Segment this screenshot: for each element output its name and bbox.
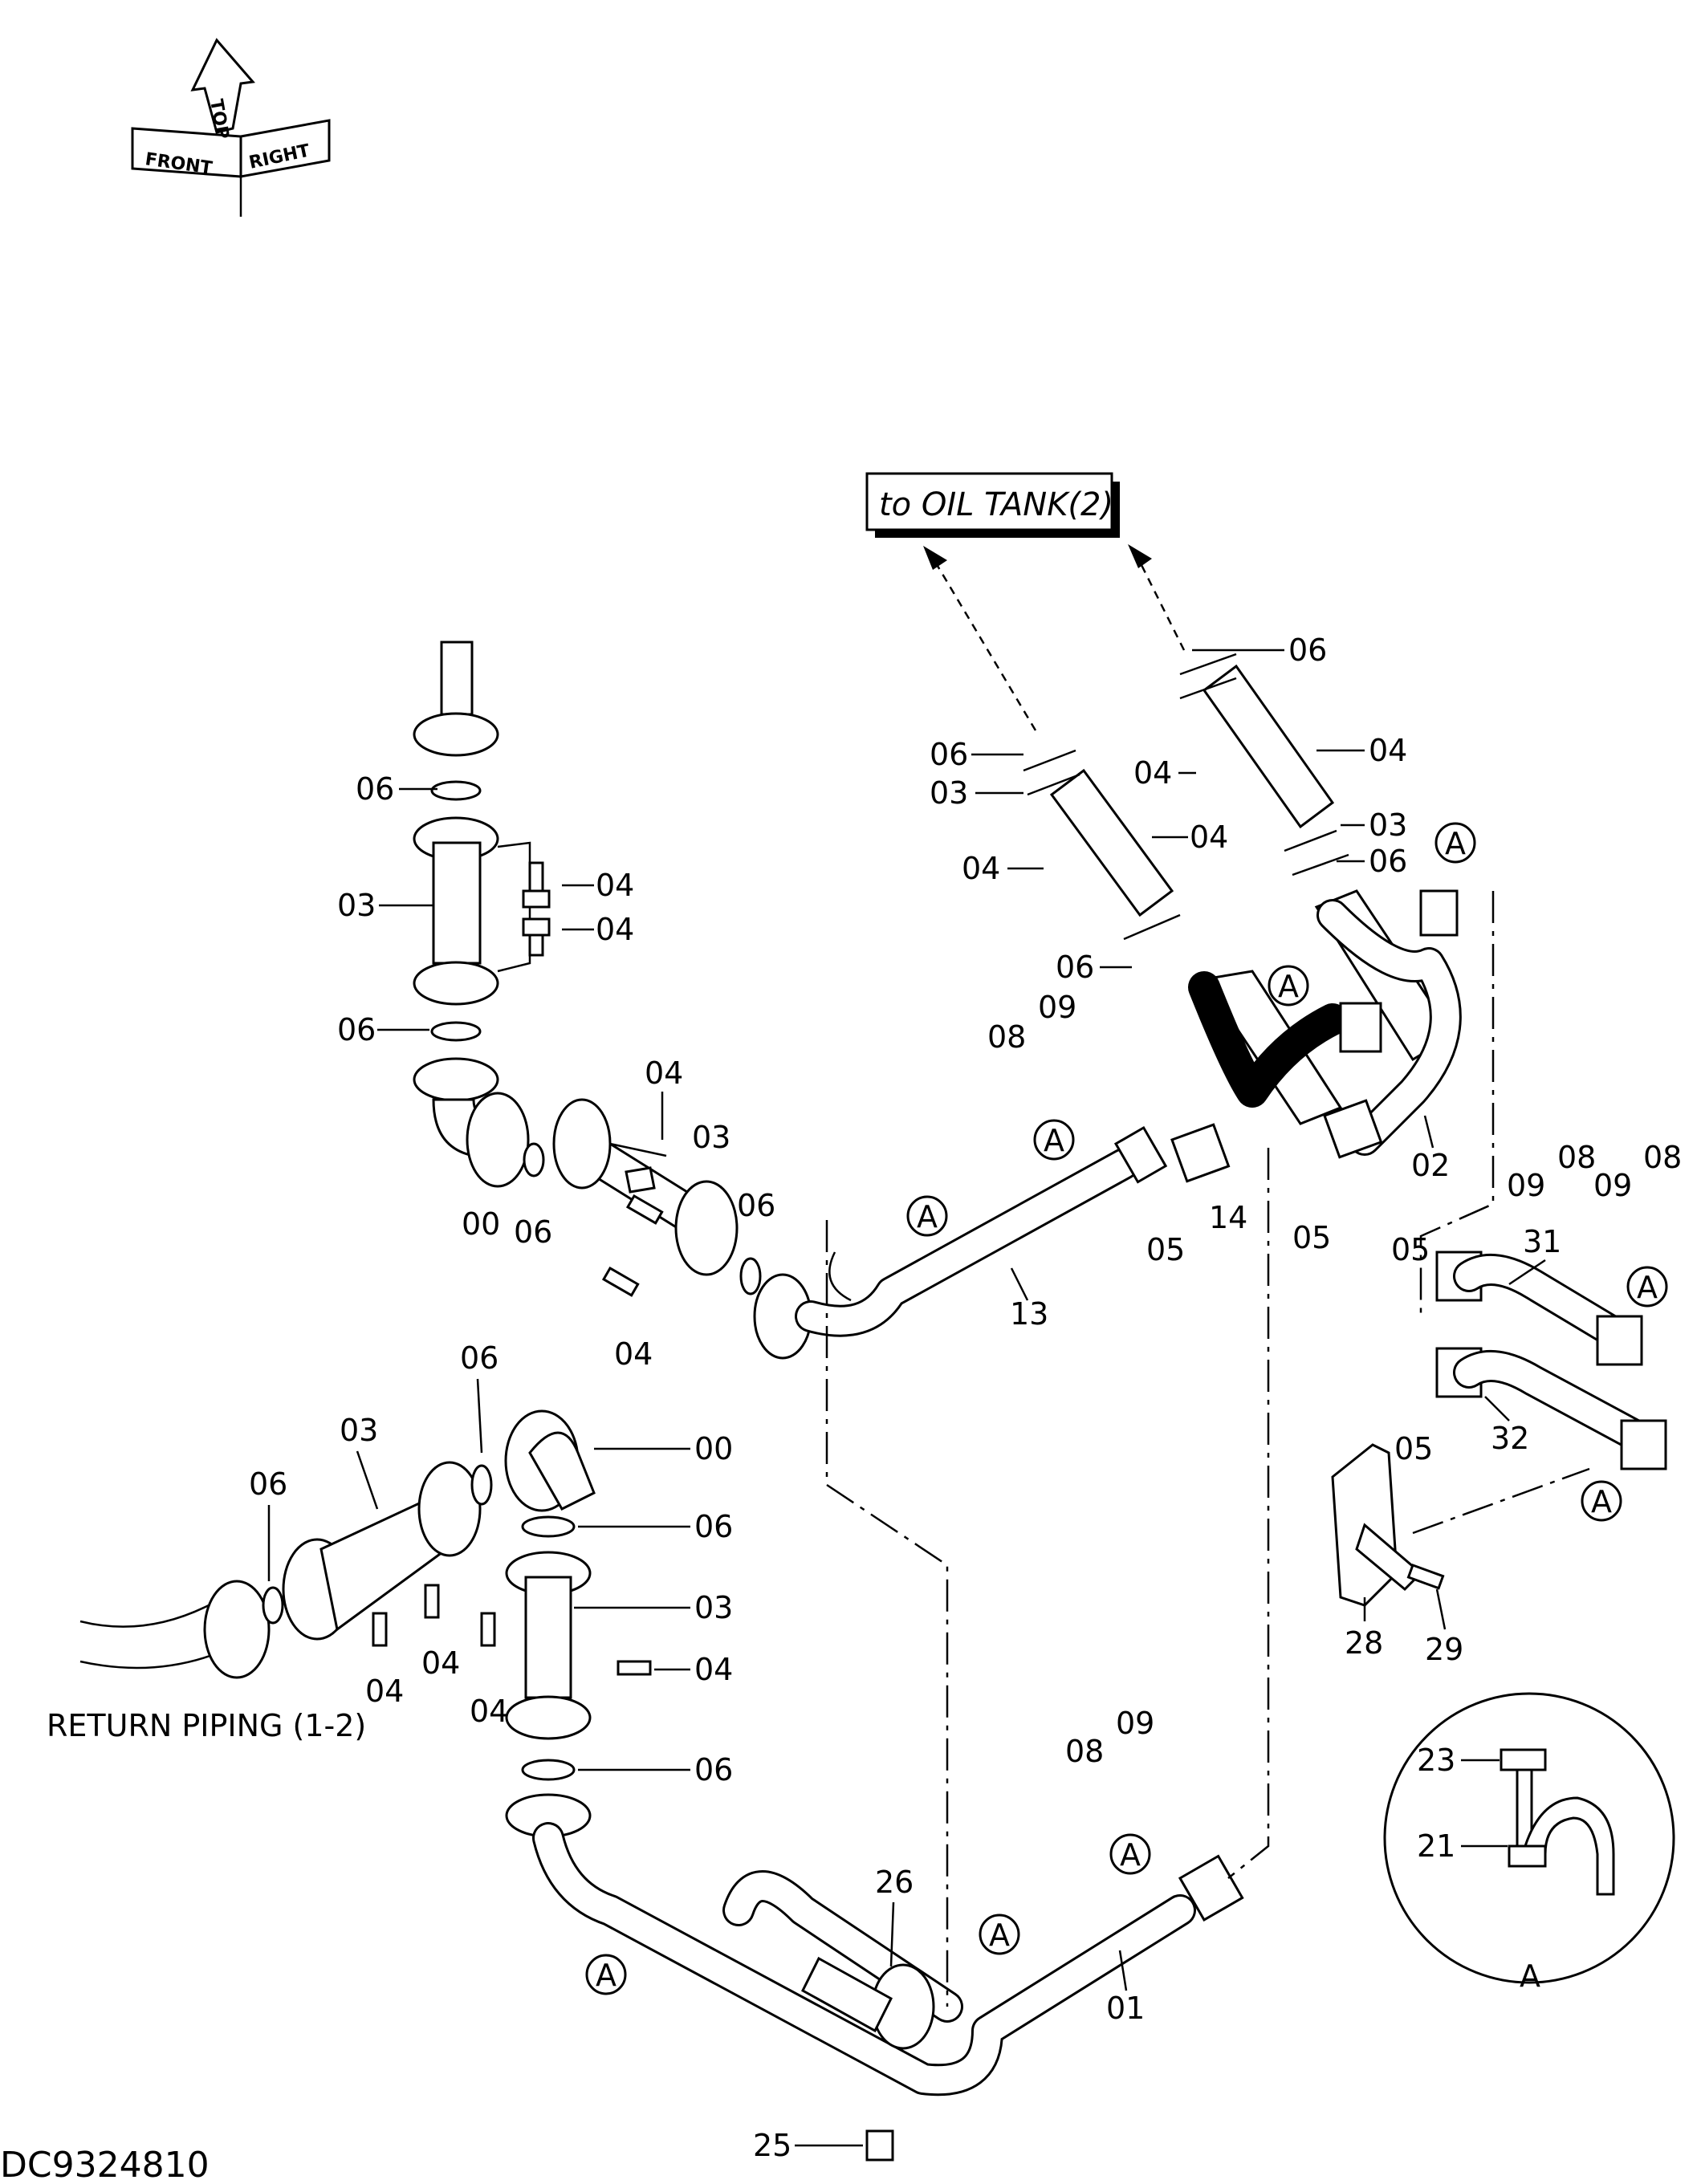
label-03: 03 xyxy=(337,888,376,923)
callout-a-4: A xyxy=(906,1195,948,1237)
destination-arrows xyxy=(923,544,1186,731)
label-04: 04 xyxy=(694,1652,733,1687)
label-08: 08 xyxy=(987,1019,1026,1055)
callout-a-6: A xyxy=(1581,1480,1622,1522)
label-09: 09 xyxy=(1507,1168,1545,1203)
label-00: 00 xyxy=(694,1431,733,1466)
orientation-indicator: FRONT TOP RIGHT xyxy=(131,38,331,217)
left-filter-assembly xyxy=(413,641,762,1295)
label-04: 04 xyxy=(1190,820,1228,855)
label-04: 04 xyxy=(1369,733,1407,768)
label-01: 01 xyxy=(1106,1991,1145,2026)
label-04: 04 xyxy=(645,1055,683,1091)
svg-text:A: A xyxy=(1120,1837,1141,1873)
label-21: 21 xyxy=(1417,1828,1455,1864)
label-14: 14 xyxy=(1209,1200,1247,1235)
pipe-13 xyxy=(753,1125,1168,1360)
callout-a-5: A xyxy=(1626,1266,1668,1308)
pipe-01 xyxy=(532,1822,1244,2162)
label-08: 08 xyxy=(1557,1140,1596,1175)
label-06: 06 xyxy=(1369,844,1407,879)
label-09: 09 xyxy=(1593,1168,1632,1203)
label-06: 06 xyxy=(337,1012,376,1047)
label-08: 08 xyxy=(1065,1734,1104,1769)
label-06: 06 xyxy=(737,1188,775,1223)
label-03: 03 xyxy=(340,1413,378,1448)
label-09: 09 xyxy=(1038,990,1076,1025)
label-29: 29 xyxy=(1425,1632,1463,1667)
callout-a-3: A xyxy=(1033,1119,1075,1161)
callout-a-1: A xyxy=(1434,822,1476,864)
label-06: 06 xyxy=(694,1752,733,1787)
svg-text:A: A xyxy=(596,1958,617,1993)
label-05: 05 xyxy=(1146,1232,1185,1267)
label-03: 03 xyxy=(930,775,968,811)
svg-text:A: A xyxy=(1278,969,1299,1004)
detail-view-a: A xyxy=(1383,1692,1675,1994)
detail-view-label: A xyxy=(1520,1958,1540,1994)
label-04: 04 xyxy=(614,1336,653,1372)
callout-a-9: A xyxy=(585,1954,627,1995)
callout-a-8: A xyxy=(979,1914,1020,1955)
label-09: 09 xyxy=(1116,1706,1154,1741)
return-piping-label: RETURN PIPING (1-2) xyxy=(47,1708,366,1743)
pipes-31-32 xyxy=(1435,1251,1667,1470)
label-04: 04 xyxy=(470,1694,508,1729)
callouts-a: A A A A A A A A A xyxy=(585,822,1668,1995)
label-02: 02 xyxy=(1411,1148,1450,1183)
label-23: 23 xyxy=(1417,1743,1455,1778)
svg-text:A: A xyxy=(1445,826,1466,861)
svg-text:A: A xyxy=(989,1918,1010,1953)
label-03: 03 xyxy=(1369,807,1407,843)
bracket-28 xyxy=(1331,1443,1445,1607)
label-05: 05 xyxy=(1292,1220,1331,1255)
destination-label: to OIL TANK(2) xyxy=(879,486,1113,523)
label-25: 25 xyxy=(753,2128,791,2163)
label-26: 26 xyxy=(875,1865,914,1900)
label-03: 03 xyxy=(692,1120,730,1155)
label-06: 06 xyxy=(460,1340,498,1376)
label-06: 06 xyxy=(249,1466,287,1502)
svg-text:A: A xyxy=(1637,1270,1658,1305)
label-06: 06 xyxy=(514,1214,552,1250)
svg-text:A: A xyxy=(1044,1123,1064,1158)
lower-left-filter-assembly xyxy=(79,1409,652,1838)
label-05: 05 xyxy=(1391,1232,1430,1267)
label-08: 08 xyxy=(1643,1140,1682,1175)
label-04: 04 xyxy=(365,1674,404,1709)
drawing-code: DC9324810 xyxy=(0,2145,210,2184)
left-assembly-bolts xyxy=(522,861,664,1297)
leader-lines xyxy=(825,891,1590,2007)
label-05: 05 xyxy=(1394,1431,1433,1466)
callout-a-2: A xyxy=(1268,965,1309,1007)
label-06: 06 xyxy=(1288,632,1327,668)
label-06: 06 xyxy=(694,1509,733,1544)
label-04: 04 xyxy=(1133,755,1172,791)
label-06: 06 xyxy=(1056,950,1094,985)
label-32: 32 xyxy=(1491,1421,1529,1456)
label-04: 04 xyxy=(962,851,1000,886)
label-06: 06 xyxy=(930,737,968,772)
upper-filter-assemblies xyxy=(1023,653,1462,1183)
svg-text:A: A xyxy=(917,1199,938,1234)
callout-a-7: A xyxy=(1109,1833,1151,1875)
label-13: 13 xyxy=(1010,1296,1048,1332)
label-04: 04 xyxy=(596,912,634,947)
part-labels: 06 03 04 04 06 00 06 04 03 06 04 13 06 0… xyxy=(47,632,1682,2163)
svg-text:A: A xyxy=(1591,1484,1612,1519)
label-04: 04 xyxy=(421,1645,460,1681)
label-00: 00 xyxy=(462,1206,500,1242)
label-31: 31 xyxy=(1523,1224,1561,1259)
destination-box: to OIL TANK(2) xyxy=(865,472,1120,538)
label-04: 04 xyxy=(596,868,634,903)
label-03: 03 xyxy=(694,1590,733,1625)
label-28: 28 xyxy=(1345,1625,1383,1661)
label-06: 06 xyxy=(356,771,394,807)
